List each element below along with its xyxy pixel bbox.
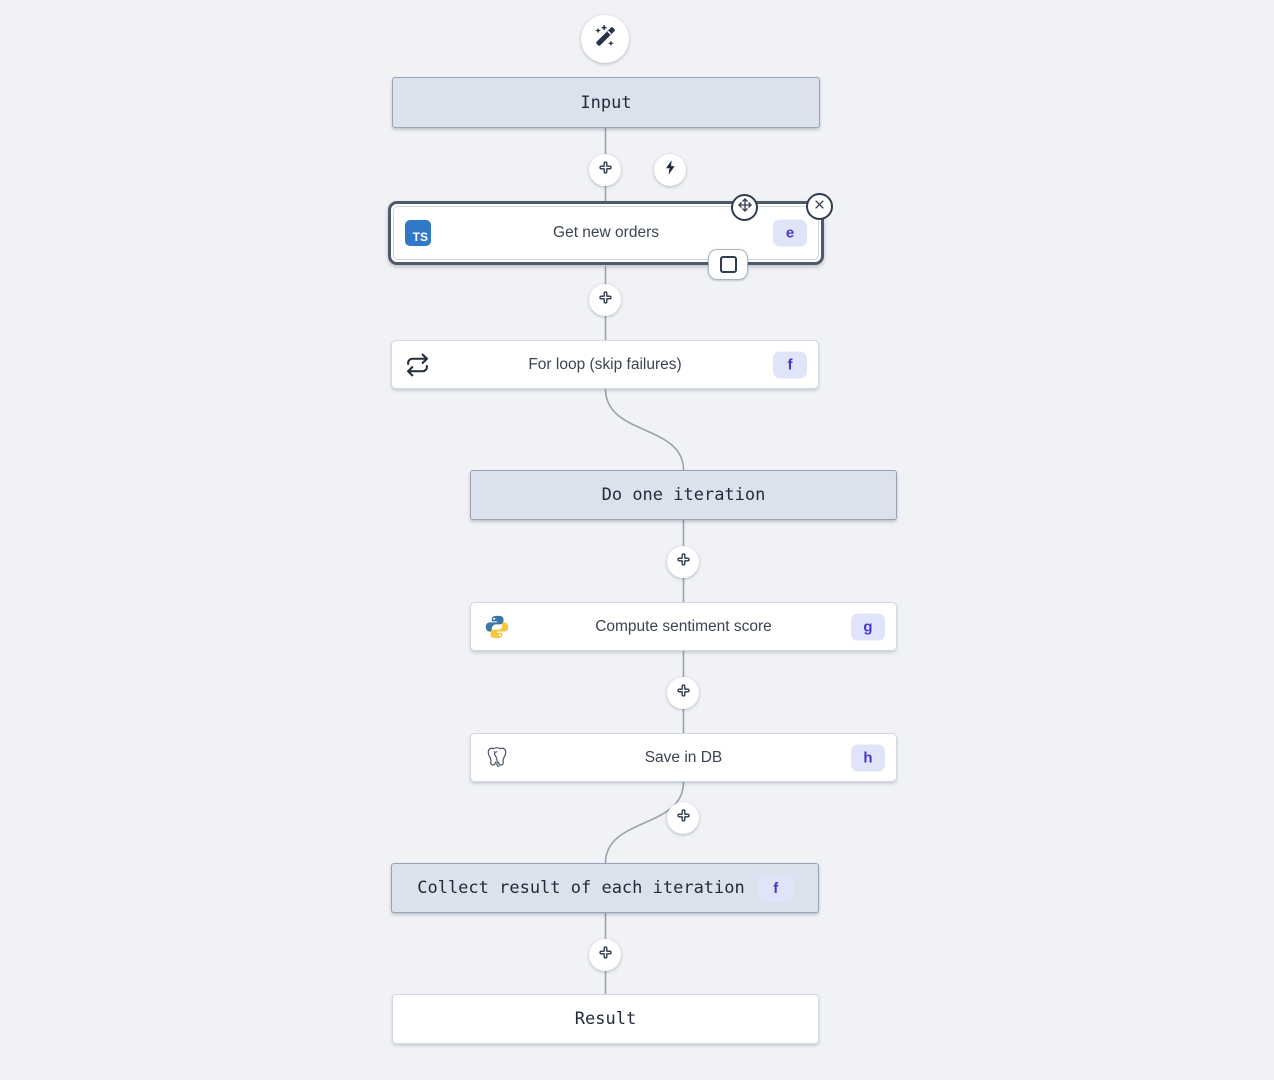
node-for-loop[interactable]: For loop (skip failures) f <box>391 340 819 389</box>
node-save-in-db[interactable]: Save in DB h <box>470 733 897 782</box>
move-icon <box>737 197 753 218</box>
box-icon <box>719 256 737 273</box>
node-compute-sentiment-score[interactable]: Compute sentiment score g <box>470 602 897 651</box>
step-id-badge: f <box>758 874 793 902</box>
postgresql-icon <box>484 745 510 771</box>
plus-icon <box>596 158 615 182</box>
node-label: Save in DB <box>644 748 723 766</box>
typescript-icon: TS <box>405 220 431 246</box>
plus-icon <box>674 550 693 574</box>
step-id-badge: f <box>773 351 807 378</box>
lightning-icon <box>662 159 679 181</box>
plus-icon <box>674 806 693 830</box>
move-node-button[interactable] <box>731 194 758 221</box>
node-label: Input <box>580 92 632 113</box>
step-id-badge: e <box>773 219 807 247</box>
close-icon <box>812 197 827 217</box>
node-label: Compute sentiment score <box>595 617 772 635</box>
repeat-loop-icon <box>405 352 430 377</box>
add-step-button[interactable] <box>667 802 699 834</box>
node-label: Do one iteration <box>601 485 766 505</box>
node-content: TS Get new orders e <box>393 206 819 260</box>
node-label: Result <box>574 1009 637 1029</box>
step-id-badge: g <box>851 613 885 640</box>
plus-icon <box>596 943 615 967</box>
add-step-button[interactable] <box>589 154 621 186</box>
magic-wand-icon <box>592 24 618 55</box>
node-do-one-iteration[interactable]: Do one iteration <box>470 470 897 520</box>
node-label: Get new orders <box>553 224 659 241</box>
add-step-button[interactable] <box>667 677 699 709</box>
expand-node-button[interactable] <box>708 249 748 280</box>
ai-flow-button[interactable] <box>581 15 629 63</box>
plus-icon <box>674 681 693 705</box>
node-collect-result[interactable]: Collect result of each iteration f <box>391 863 819 913</box>
node-label: For loop (skip failures) <box>528 355 682 373</box>
trigger-button[interactable] <box>654 154 686 186</box>
delete-node-button[interactable] <box>806 193 833 220</box>
step-id-badge: h <box>851 744 885 771</box>
connector-curve <box>604 388 685 471</box>
python-icon <box>484 614 510 640</box>
node-label: Collect result of each iteration <box>417 878 745 898</box>
add-step-button[interactable] <box>667 546 699 578</box>
node-result[interactable]: Result <box>392 994 819 1044</box>
plus-icon <box>596 288 615 312</box>
add-step-button[interactable] <box>589 939 621 971</box>
add-step-button[interactable] <box>589 284 621 316</box>
node-input[interactable]: Input <box>392 77 820 128</box>
node-get-new-orders[interactable]: TS Get new orders e <box>388 201 824 265</box>
connector-curve <box>604 781 685 864</box>
